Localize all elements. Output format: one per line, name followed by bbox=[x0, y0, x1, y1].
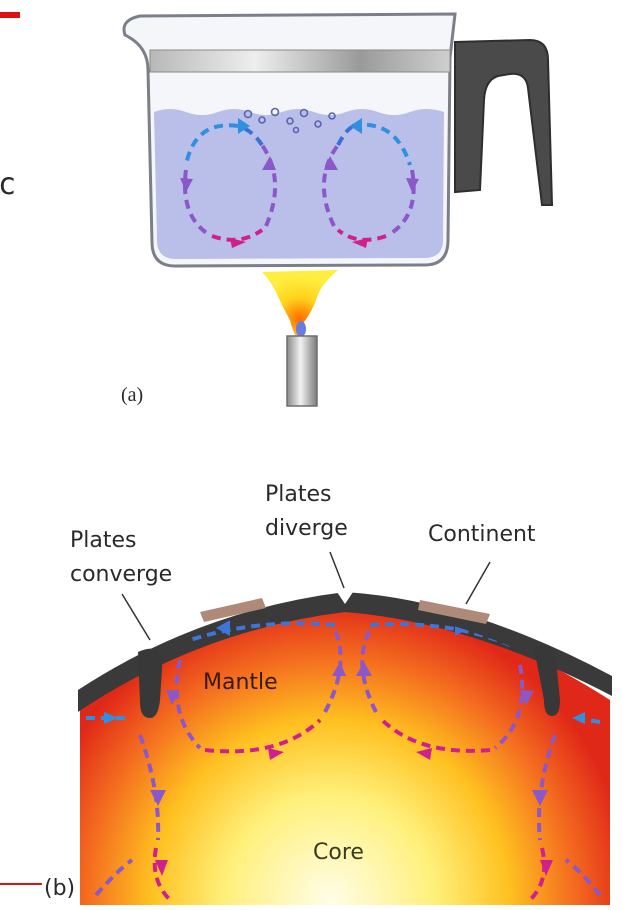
leader-plates-diverge bbox=[330, 552, 344, 588]
burner bbox=[262, 270, 338, 406]
pot-water bbox=[154, 109, 444, 259]
pot-band bbox=[150, 50, 450, 72]
label-continent: Continent bbox=[428, 520, 536, 550]
red-accent-line-bottom bbox=[0, 883, 42, 885]
pot-handle bbox=[455, 40, 552, 205]
label-plates-converge-2: converge bbox=[70, 560, 172, 590]
red-accent-bar-top bbox=[0, 12, 20, 18]
leader-plates-converge bbox=[122, 594, 150, 640]
label-plates-converge-1: Plates bbox=[70, 526, 136, 556]
burner-tube bbox=[287, 336, 317, 406]
label-mantle: Mantle bbox=[203, 668, 278, 698]
subducting-slab-left bbox=[138, 649, 162, 718]
label-core: Core bbox=[313, 838, 364, 868]
left-edge-fragment: c bbox=[0, 170, 16, 200]
caption-a: (a) bbox=[121, 380, 143, 410]
coffee-pot bbox=[124, 14, 552, 266]
leader-continent bbox=[466, 562, 490, 604]
label-plates-diverge-2: diverge bbox=[265, 514, 348, 544]
label-plates-diverge-1: Plates bbox=[265, 480, 331, 510]
caption-b: (b) bbox=[44, 874, 75, 904]
